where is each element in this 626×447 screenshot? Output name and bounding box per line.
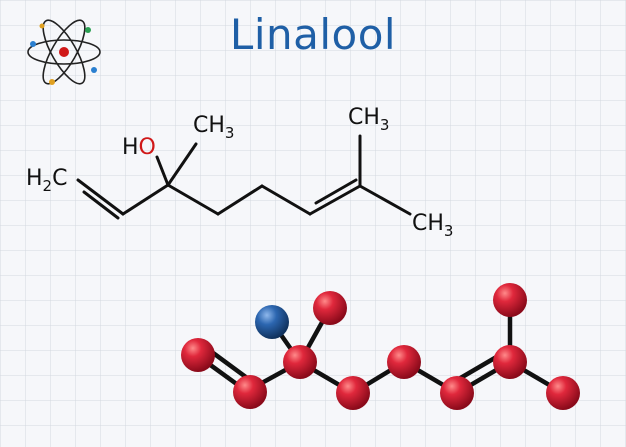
- carbon-ball: [493, 283, 527, 317]
- carbon-ball: [233, 375, 267, 409]
- h2c-label: H2C: [26, 166, 67, 195]
- carbon-ball: [387, 345, 421, 379]
- ch3-label-top-left: CH3: [193, 113, 234, 142]
- atom-icon: [27, 19, 101, 85]
- carbon-ball: [313, 291, 347, 325]
- carbon-ball: [283, 345, 317, 379]
- skeletal-formula: [76, 134, 412, 220]
- carbon-ball: [546, 376, 580, 410]
- formula-labels: H2C HO CH3 CH3 CH3: [26, 105, 453, 240]
- carbon-ball: [440, 376, 474, 410]
- ch3-label-top-right: CH3: [348, 105, 389, 134]
- carbon-ball: [336, 376, 370, 410]
- ball-stick-atoms: [181, 283, 580, 410]
- ch3-label-right: CH3: [412, 211, 453, 240]
- carbon-ball: [493, 345, 527, 379]
- ho-label: HO: [122, 135, 156, 160]
- oxygen-ball: [255, 305, 289, 339]
- carbon-ball: [181, 338, 215, 372]
- page-title: Linalool: [229, 10, 397, 59]
